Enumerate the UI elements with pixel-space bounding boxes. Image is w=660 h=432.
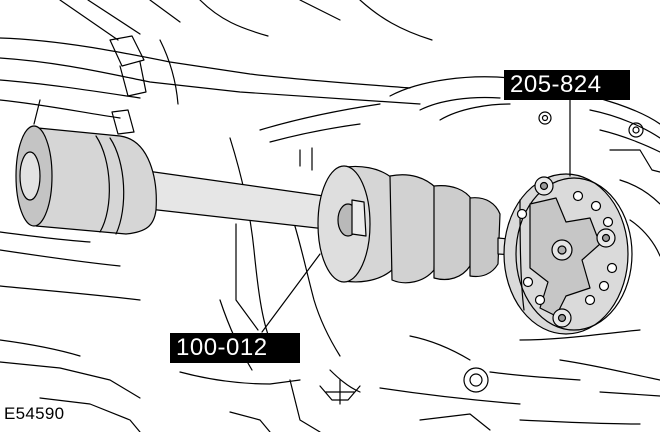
puller-tool <box>503 173 633 335</box>
puller-callout-label: 205-824 <box>504 70 630 100</box>
leader-lines <box>235 99 571 333</box>
slide-hammer-tool <box>15 125 561 284</box>
slide-hammer-callout-label: 100-012 <box>170 333 300 363</box>
figure-id: E54590 <box>4 404 65 423</box>
